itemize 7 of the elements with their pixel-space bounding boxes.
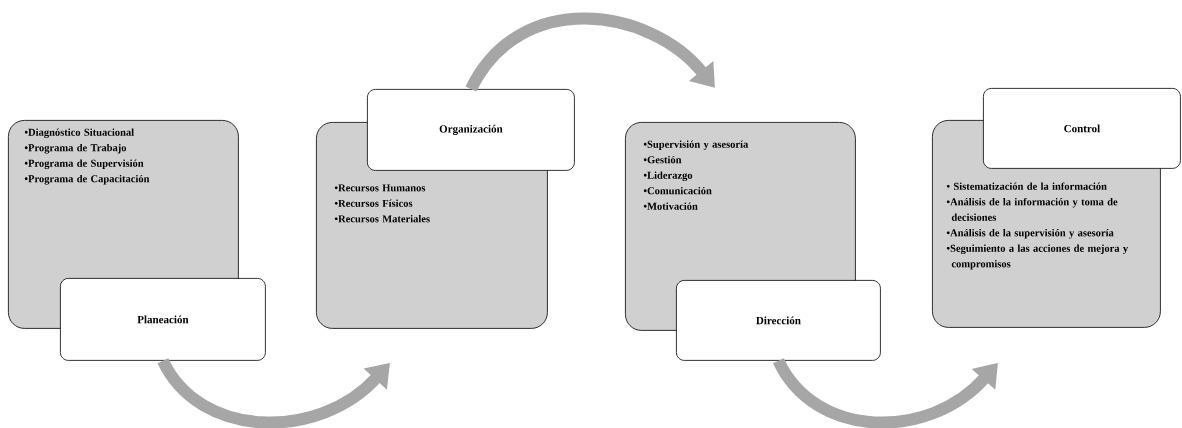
curved-arrow xyxy=(157,357,390,428)
title-box: Organización xyxy=(367,89,575,171)
curved-arrow xyxy=(773,357,998,428)
title-box: Planeación xyxy=(60,278,266,361)
curved-arrow xyxy=(465,12,715,93)
title-box: Control xyxy=(983,88,1181,169)
title-box: Dirección xyxy=(676,280,881,361)
